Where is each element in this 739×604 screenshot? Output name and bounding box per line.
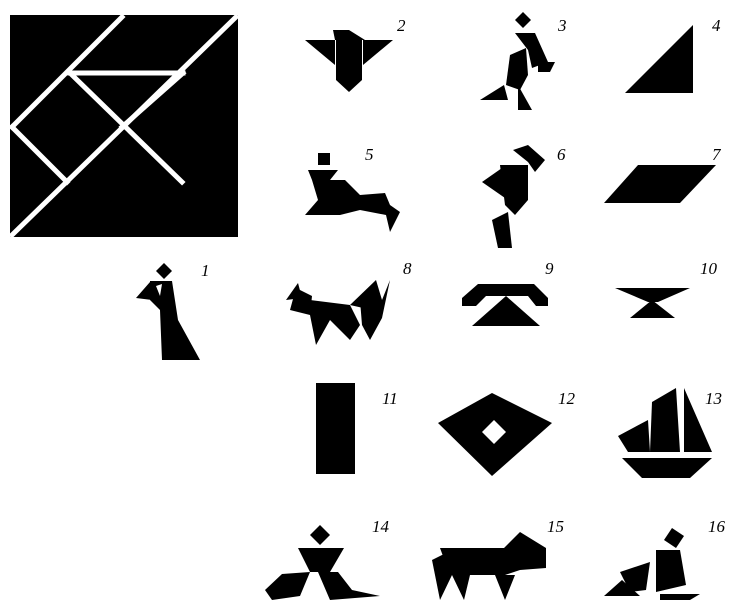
figure-8-silhouette bbox=[286, 280, 390, 345]
figure-1-number: 1 bbox=[201, 262, 210, 279]
figure-4-number: 4 bbox=[712, 17, 721, 34]
figure-1-silhouette bbox=[136, 263, 200, 360]
figure-9-number: 9 bbox=[545, 260, 554, 277]
figure-2-silhouette bbox=[305, 30, 393, 92]
figure-7-number: 7 bbox=[712, 146, 721, 163]
figure-5-number: 5 bbox=[365, 146, 374, 163]
figure-6-number: 6 bbox=[557, 146, 566, 163]
figure-10-number: 10 bbox=[700, 260, 717, 277]
figure-10-silhouette bbox=[615, 288, 690, 318]
figure-16-silhouette bbox=[604, 528, 700, 600]
figure-13-silhouette bbox=[618, 388, 712, 478]
figure-7-silhouette bbox=[604, 165, 716, 203]
figure-14-number: 14 bbox=[372, 518, 389, 535]
figure-5-silhouette bbox=[305, 153, 400, 232]
figure-16-number: 16 bbox=[708, 518, 725, 535]
figure-2-number: 2 bbox=[397, 17, 406, 34]
figure-8-number: 8 bbox=[403, 260, 412, 277]
figure-12-silhouette bbox=[438, 393, 552, 476]
figure-15-silhouette bbox=[432, 532, 546, 600]
figure-15-number: 15 bbox=[547, 518, 564, 535]
tangram-square bbox=[10, 15, 238, 237]
figure-3-silhouette bbox=[480, 12, 555, 110]
figure-14-silhouette bbox=[265, 525, 380, 600]
figure-6-silhouette bbox=[482, 145, 545, 248]
figure-3-number: 3 bbox=[558, 17, 567, 34]
figure-13-number: 13 bbox=[705, 390, 722, 407]
figure-11-silhouette bbox=[316, 383, 355, 474]
figure-4-silhouette bbox=[625, 25, 693, 93]
figure-11-number: 11 bbox=[382, 390, 398, 407]
figure-9-silhouette bbox=[462, 284, 548, 326]
figure-12-number: 12 bbox=[558, 390, 575, 407]
